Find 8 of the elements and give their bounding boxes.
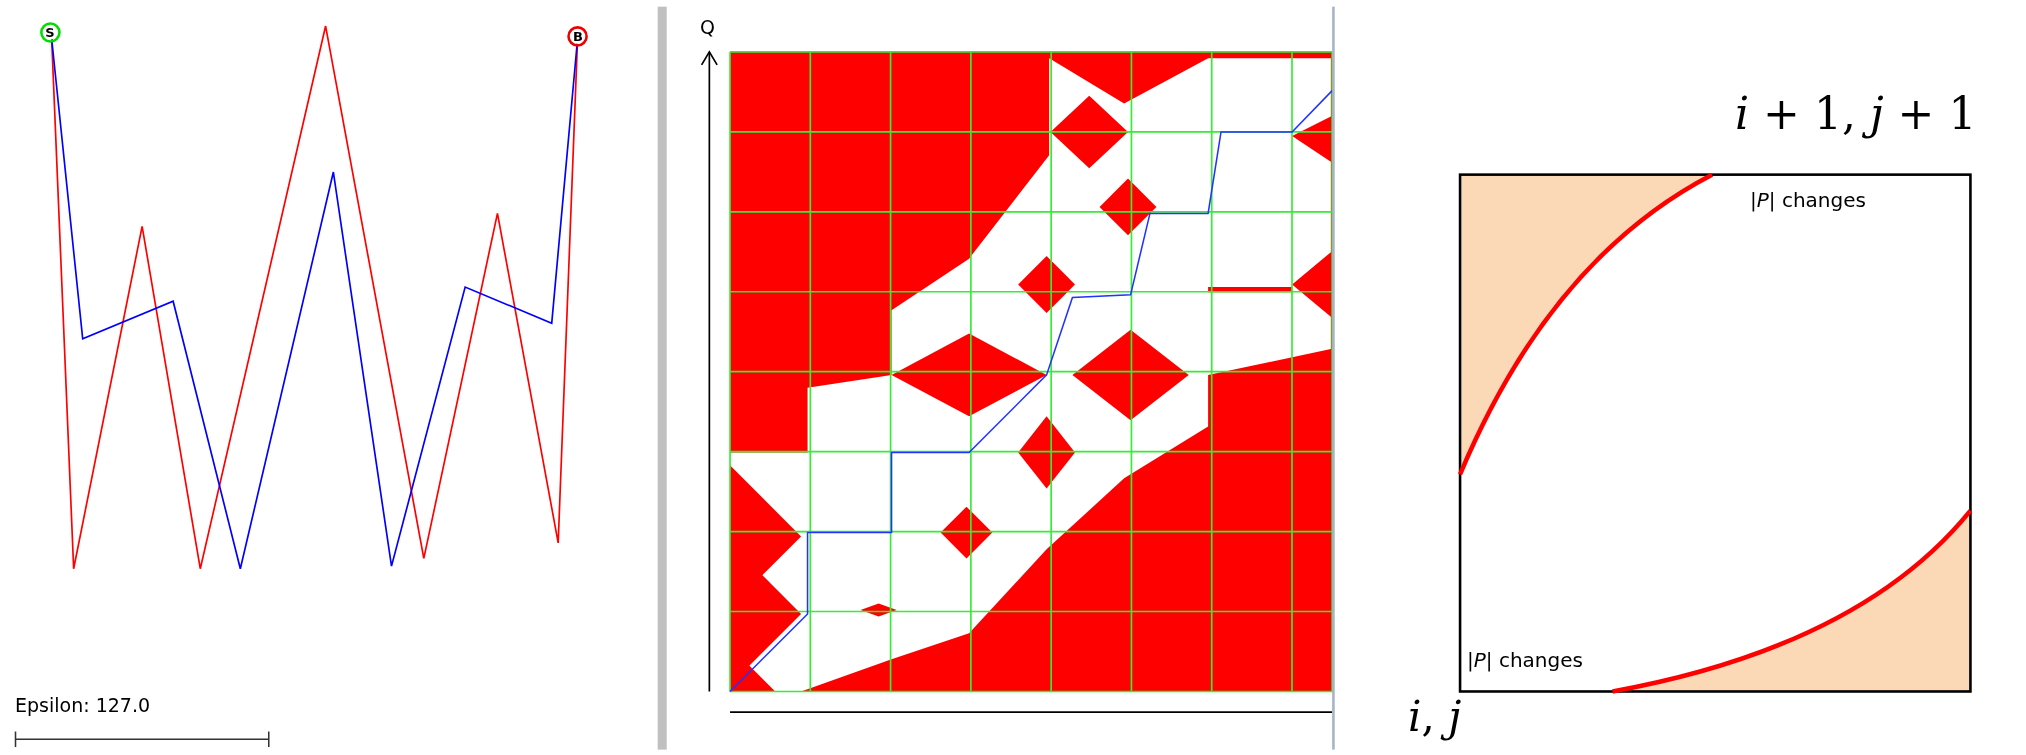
region-note: |P| changes (1750, 188, 1866, 212)
marker-letter: S (45, 25, 55, 40)
corner-label: i, j (1408, 692, 1462, 741)
scale-label: Epsilon: 127.0 (15, 694, 151, 716)
region-note: |P| changes (1467, 648, 1583, 672)
axis-label: Q (700, 16, 715, 38)
corner-label: i + 1, j + 1 (1735, 88, 1977, 139)
marker-letter: B (573, 29, 583, 44)
